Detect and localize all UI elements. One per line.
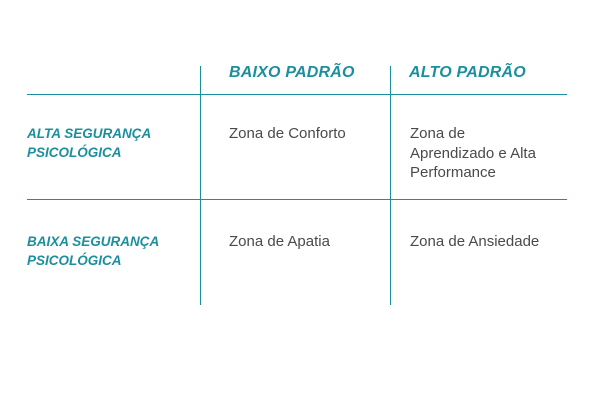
cell-line: Aprendizado e Alta: [410, 144, 536, 162]
cell-line: Zona de: [410, 125, 466, 142]
grid-line-vertical-1: [200, 66, 201, 305]
cell-line: Performance: [410, 164, 496, 181]
cell-comfort-zone: Zona de Conforto: [229, 124, 346, 144]
row-header-high-safety: ALTA SEGURANÇA PSICOLÓGICA: [27, 124, 197, 162]
column-header-low-standard: BAIXO PADRÃO: [229, 64, 355, 81]
row-header-line: ALTA SEGURANÇA: [27, 126, 152, 141]
cell-line: Zona de Conforto: [229, 125, 346, 142]
row-header-line: BAIXA SEGURANÇA: [27, 234, 160, 249]
row-header-low-safety: BAIXA SEGURANÇA PSICOLÓGICA: [27, 232, 197, 270]
cell-line: Zona de Ansiedade: [410, 233, 540, 250]
column-header-high-standard: ALTO PADRÃO: [409, 64, 526, 81]
grid-line-horizontal-1: [27, 94, 567, 95]
cell-learning-zone: Zona de Aprendizado e Alta Performance: [410, 124, 536, 183]
cell-apathy-zone: Zona de Apatia: [229, 232, 330, 252]
row-header-line: PSICOLÓGICA: [27, 253, 122, 268]
row-header-line: PSICOLÓGICA: [27, 145, 122, 160]
grid-line-vertical-2: [390, 66, 391, 305]
cell-anxiety-zone: Zona de Ansiedade: [410, 232, 539, 252]
cell-line: Zona de Apatia: [229, 233, 330, 250]
grid-line-horizontal-2: [27, 199, 567, 200]
